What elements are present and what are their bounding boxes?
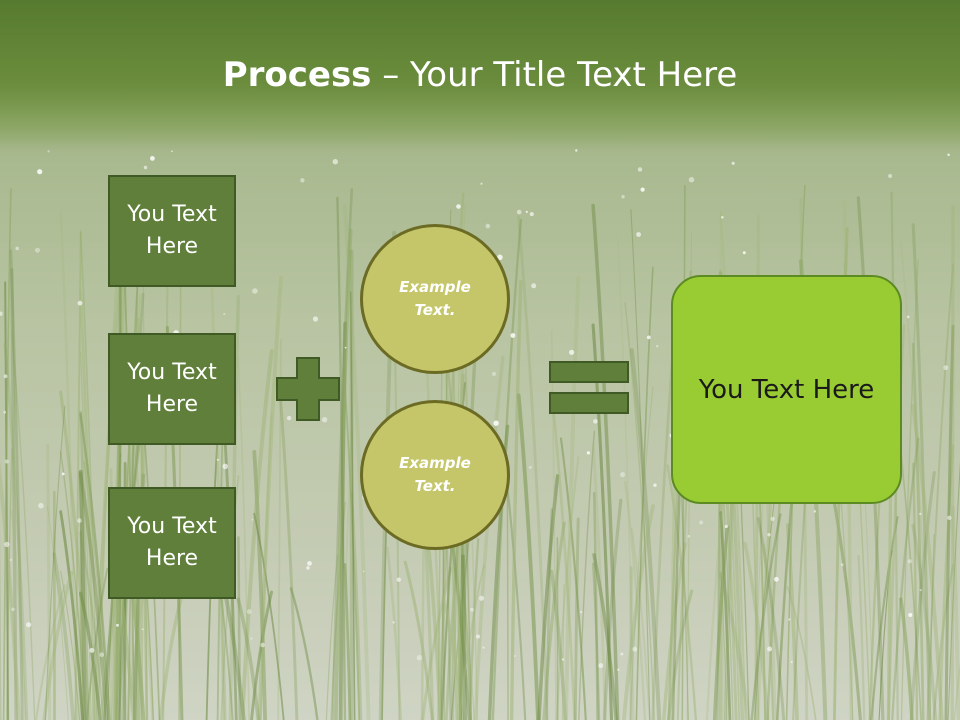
input-box-label: You Text Here — [127, 360, 217, 417]
input-box-3[interactable]: You Text Here — [108, 487, 236, 599]
input-box-2[interactable]: You Text Here — [108, 333, 236, 445]
plus-icon — [276, 357, 340, 421]
slide-title-bold: Process — [222, 55, 372, 95]
example-circle-label: Example Text. — [399, 454, 471, 495]
example-circle-label: Example Text. — [399, 278, 471, 319]
input-box-label: You Text Here — [127, 202, 217, 259]
example-circle-1[interactable]: Example Text. — [360, 224, 510, 374]
result-box-label: You Text Here — [698, 374, 875, 405]
result-box[interactable]: You Text Here — [671, 275, 902, 504]
slide-title: Process – Your Title Text Here — [0, 52, 960, 98]
equals-icon — [549, 361, 629, 414]
example-circle-2[interactable]: Example Text. — [360, 400, 510, 550]
title-band — [0, 0, 960, 150]
slide-title-rest: – Your Title Text Here — [371, 55, 738, 95]
input-box-label: You Text Here — [127, 514, 217, 571]
input-box-1[interactable]: You Text Here — [108, 175, 236, 287]
